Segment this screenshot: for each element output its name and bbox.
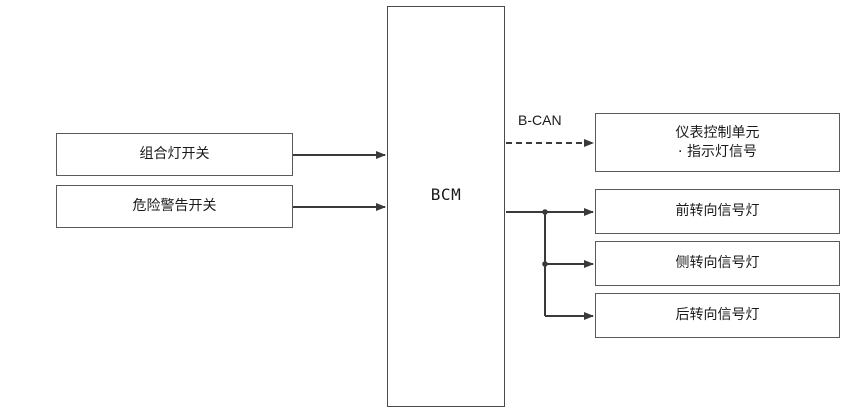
combo-light-switch-label: 组合灯开关 [139, 146, 210, 162]
bcan-bus-label: B-CAN [518, 112, 562, 128]
hazard-warning-switch-label: 危险警告开关 [132, 198, 217, 214]
side-turn-lamp-label: 侧转向信号灯 [675, 255, 760, 271]
hazard-warning-switch-box: 危险警告开关 [56, 185, 293, 228]
rear-turn-lamp-box: 后转向信号灯 [595, 293, 840, 338]
bcm-block: BCM [387, 6, 505, 407]
instrument-cluster-box: 仪表控制单元 · 指示灯信号 [595, 113, 840, 172]
instrument-cluster-label: 仪表控制单元 [675, 124, 760, 141]
front-turn-lamp-box: 前转向信号灯 [595, 189, 840, 234]
combo-light-switch-box: 组合灯开关 [56, 133, 293, 176]
junction-dot-side [542, 261, 548, 267]
side-turn-lamp-box: 侧转向信号灯 [595, 241, 840, 286]
indicator-signal-label: · 指示灯信号 [678, 143, 757, 160]
junction-dot-front [542, 209, 548, 215]
front-turn-lamp-label: 前转向信号灯 [675, 203, 760, 219]
rear-turn-lamp-label: 后转向信号灯 [675, 307, 760, 323]
bcm-label: BCM [430, 185, 462, 204]
